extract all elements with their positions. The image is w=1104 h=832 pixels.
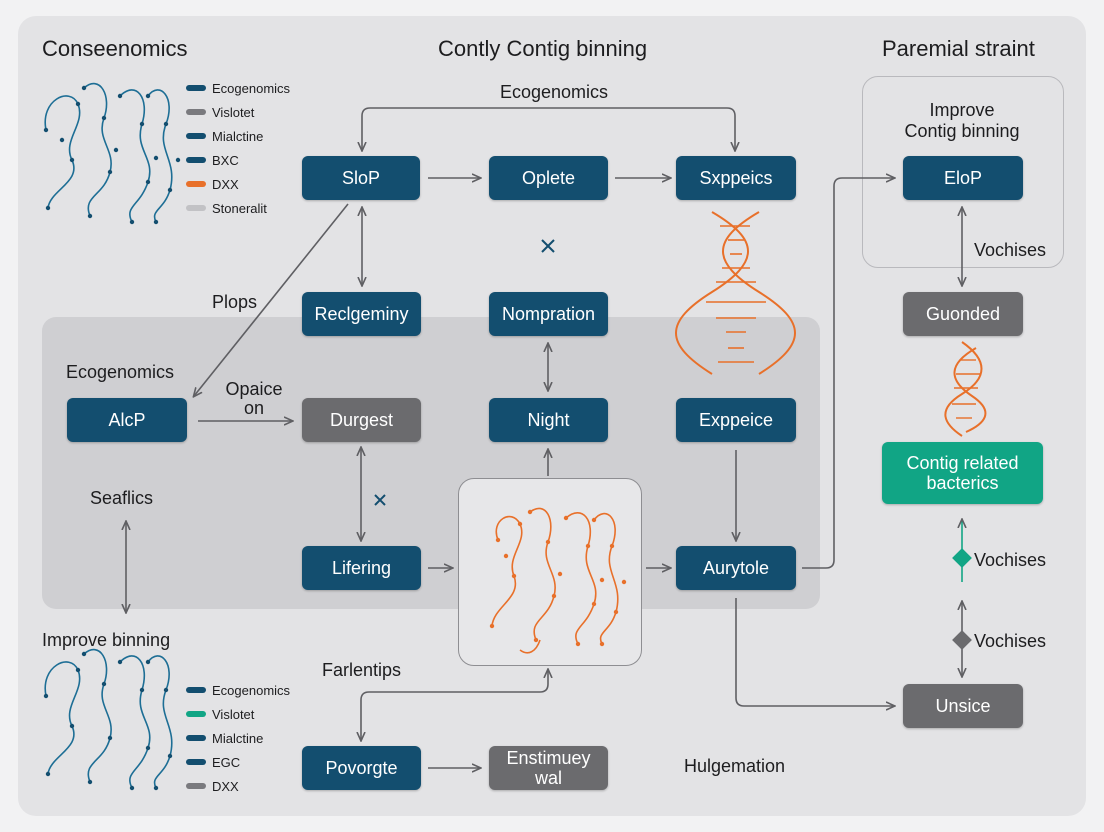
protein-structure-center-icon [491,507,619,654]
legend-label: Mialctine [212,128,264,144]
legend-item: Vislotet [186,100,290,124]
dna-helix-right-icon [944,341,987,437]
legend-item: Mialctine [186,124,290,148]
legend-item: DXX [186,774,290,798]
legend-swatch [186,735,206,741]
legend-label: Vislotet [212,104,255,120]
improve-binning-label: Improve binning [42,630,171,650]
legend-swatch [186,109,206,115]
legend-label: Ecogenomics [212,682,291,698]
protein-structure-top-icon [44,82,173,223]
legend-item: Stoneralit [186,196,290,220]
node-oplete[interactable]: Oplete [489,156,608,200]
hulgemation-label: Hulgemation [684,756,786,776]
legend-swatch [186,759,206,765]
legend-swatch [186,157,206,163]
legend-item: Mialctine [186,726,290,750]
legend-label: DXX [212,778,239,794]
farlentips-label: Farlentips [322,660,402,680]
title-center: Contly Contig binning [438,36,648,61]
legend-swatch [186,783,206,789]
vochises-label-3: Vochises [974,631,1047,651]
node-night[interactable]: Night [489,398,608,442]
protein-structure-bottom-icon [44,648,173,789]
legend-item: Ecogenomics [186,678,290,702]
legend-item: BXC [186,148,290,172]
node-enstimuey-wal[interactable]: Enstimuey wal [489,746,608,790]
legend-swatch [186,205,206,211]
legend-item: EGC [186,750,290,774]
vochises-label-1: Vochises [974,240,1047,260]
node-aurytole[interactable]: Aurytole [676,546,796,590]
node-elop[interactable]: EloP [903,156,1023,200]
seaflics-label: Seaflics [90,488,154,508]
plops-label: Plops [212,292,258,312]
title-right: Paremial straint [882,36,1035,61]
node-povorgte[interactable]: Povorgte [302,746,421,790]
legend-label: EGC [212,754,241,770]
legend-label: Vislotet [212,706,255,722]
node-lifering[interactable]: Lifering [302,546,421,590]
teal-diamond-marker [952,548,972,568]
vochises-label-2: Vochises [974,550,1047,570]
band-title-label: Ecogenomics [66,362,175,382]
node-sxppeics[interactable]: Sxppeics [676,156,796,200]
legend-swatch [186,687,206,693]
legend-item: Ecogenomics [186,76,290,100]
legend-swatch [186,85,206,91]
legend-label: Stoneralit [212,200,267,216]
legend-item: Vislotet [186,702,290,726]
node-guonded[interactable]: Guonded [903,292,1023,336]
node-contig-related-bacterics[interactable]: Contig related bacterics [882,442,1043,504]
gray-diamond-marker [952,630,972,650]
legend-label: Ecogenomics [212,80,291,96]
node-alcp[interactable]: AlcP [67,398,187,442]
node-slop[interactable]: SloP [302,156,420,200]
legend-bottom: Ecogenomics Vislotet Mialctine EGC DXX [186,678,290,798]
dna-helix-center-icon [675,211,796,375]
node-exppeice[interactable]: Exppeice [676,398,796,442]
top-loop-arrow [362,107,735,150]
top-loop-label: Ecogenomics [500,82,609,102]
legend-swatch [186,181,206,187]
legend-label: DXX [212,176,239,192]
opaice-label: Opaice on [225,379,283,418]
legend-top: Ecogenomics Vislotet Mialctine BXC DXX S… [186,76,290,220]
legend-swatch [186,711,206,717]
legend-label: Mialctine [212,730,264,746]
node-unsice[interactable]: Unsice [903,684,1023,728]
node-nompration[interactable]: Nompration [489,292,608,336]
improve-contig-label: Improve Contig binning [904,100,1020,141]
legend-item: DXX [186,172,290,196]
legend-swatch [186,133,206,139]
legend-label: BXC [212,152,239,168]
node-durgest[interactable]: Durgest [302,398,421,442]
node-reclgeminy[interactable]: Reclgeminy [302,292,421,336]
title-left: Conseenomics [42,36,188,61]
